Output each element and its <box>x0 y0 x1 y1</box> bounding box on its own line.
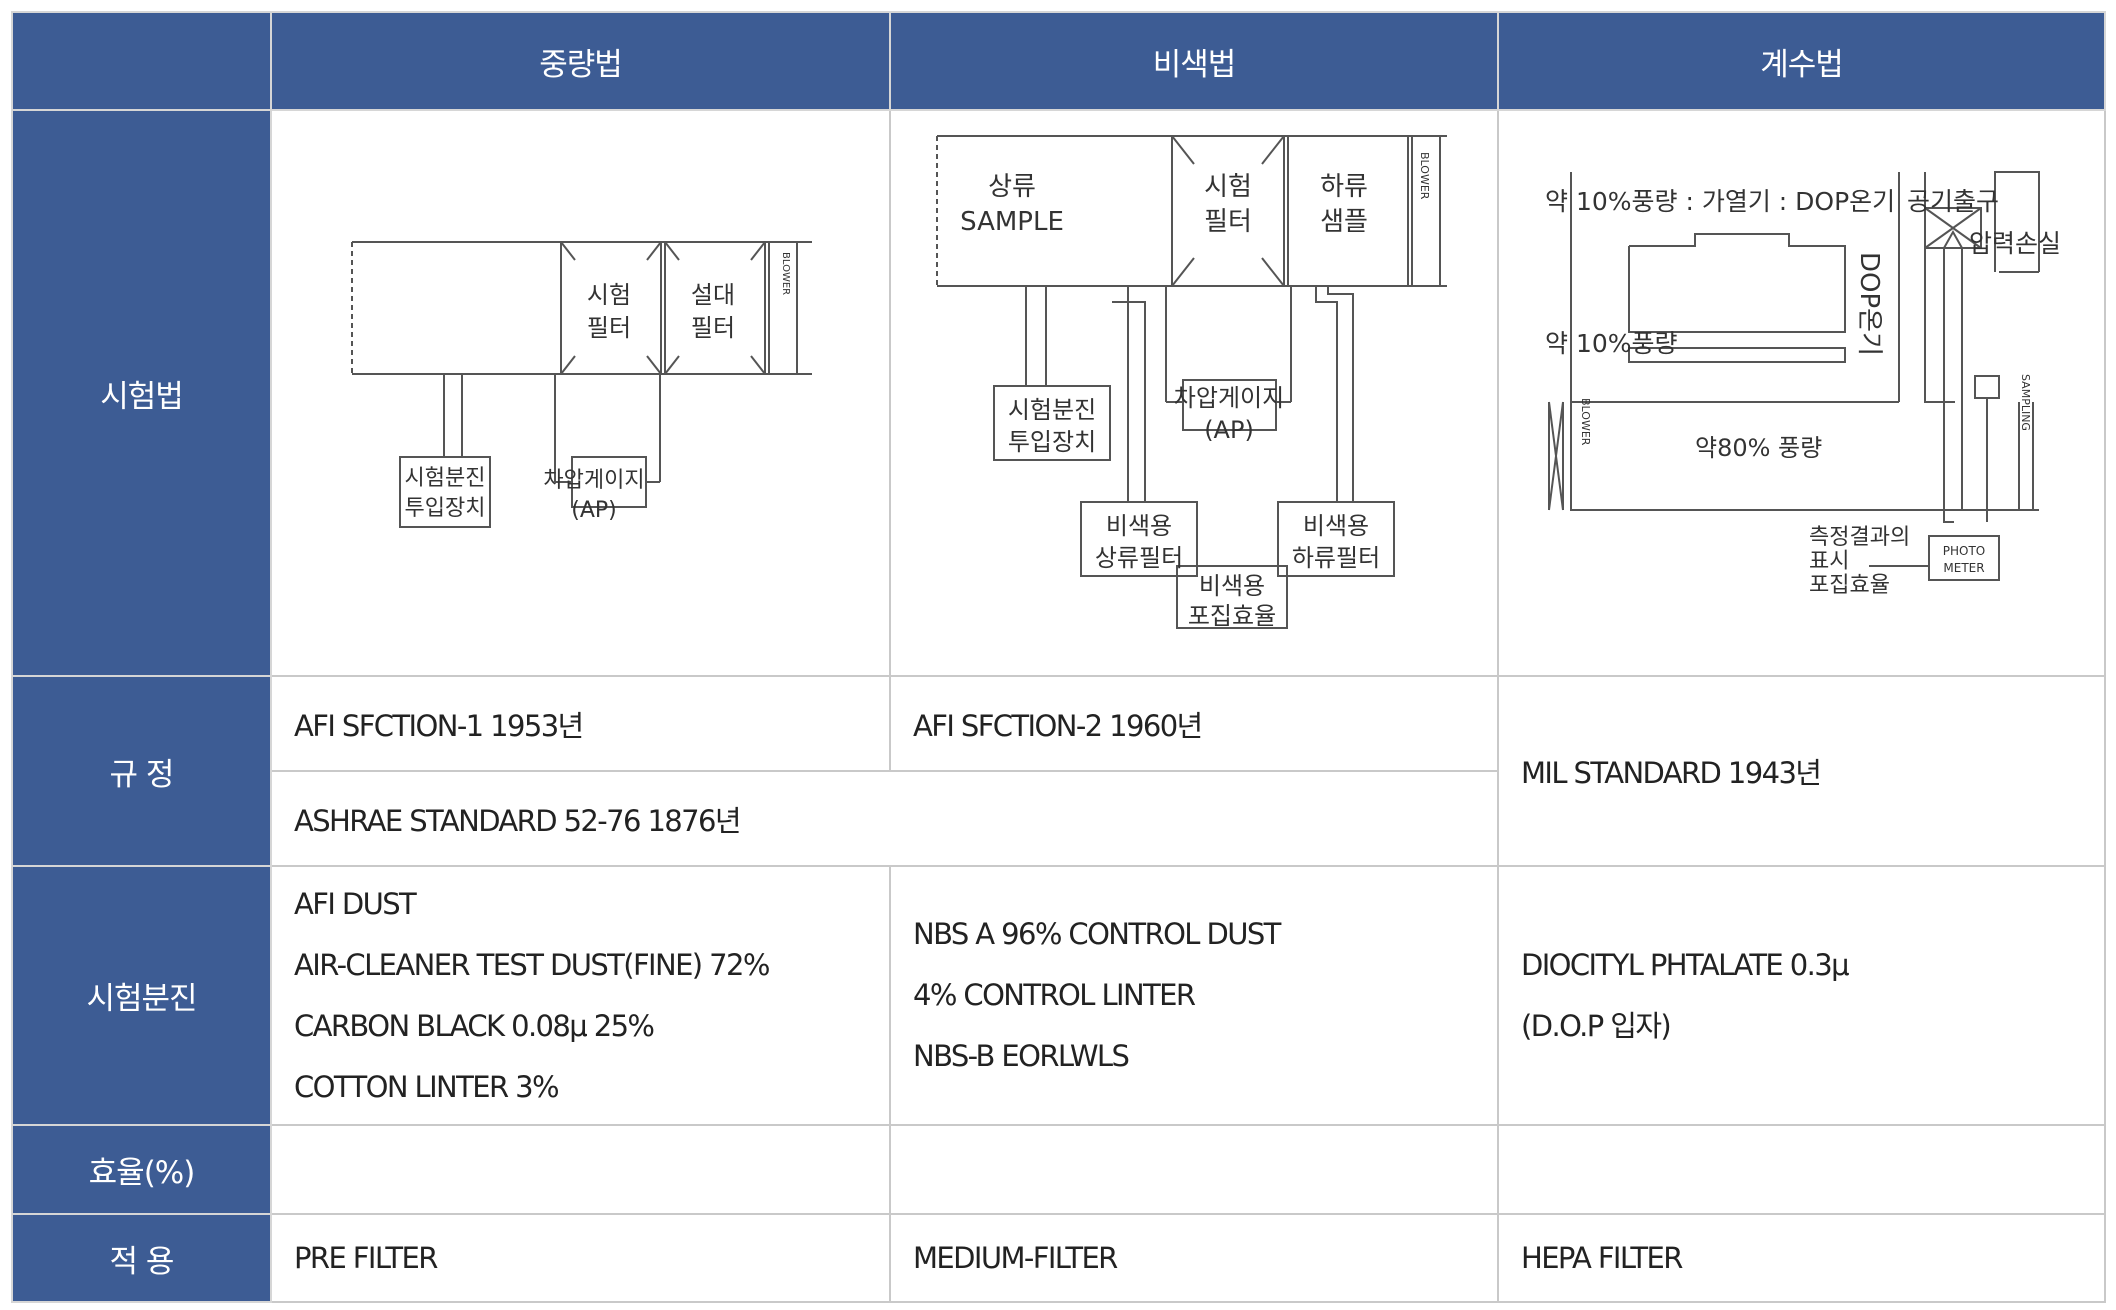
dust-colorimetric-line-3: NBS-B EORLWLS <box>913 1039 1130 1073</box>
diagram-counting-cell: 약 10%풍량 : 가열기 : DOP온기 공기출구 압력손실 DOP온기 약 … <box>1497 109 2106 677</box>
colorimetric-manometer-label-1: 차압게이지 <box>1174 384 1284 412</box>
colorimetric-test-filter-label-1: 시험 <box>1204 172 1252 202</box>
dust-colorimetric: NBS A 96% CONTROL DUST 4% CONTROL LINTER… <box>889 865 1499 1126</box>
dust-gravimetric: AFI DUST AIR-CLEANER TEST DUST(FINE) 72%… <box>270 865 891 1126</box>
dust-gravimetric-line-2: AIR-CLEANER TEST DUST(FINE) 72% <box>294 947 770 982</box>
colorimetric-downstream-filter-label-2: 하류필터 <box>1292 544 1380 572</box>
dust-colorimetric-line-2: 4% CONTROL LINTER <box>913 978 1196 1012</box>
dust-gravimetric-line-3: CARBON BLACK 0.08μ 25% <box>294 1008 655 1043</box>
header-row: 중량법 비색법 계수법 <box>11 11 2106 111</box>
counting-result-label-1: 측정결과의 <box>1809 525 1910 550</box>
method-row: 시험법 <box>11 109 2106 677</box>
counting-pressure-loss-label: 압력손실 <box>1969 229 2061 258</box>
counting-photometer-label-2: METER <box>1943 561 1984 575</box>
gravimetric-test-filter-label-2: 필터 <box>587 314 631 342</box>
regulation-gravimetric: AFI SFCTION-1 1953년 <box>270 675 891 772</box>
colorimetric-upstream-filter-label-1: 비색용 <box>1106 512 1172 540</box>
counting-photometer-label-1: PHOTO <box>1943 544 1985 558</box>
regulation-row-2: ASHRAE STANDARD 52-76 1876년 <box>12 770 2105 867</box>
counting-diagram: 약 10%풍량 : 가열기 : DOP온기 공기출구 압력손실 DOP온기 약 … <box>1545 171 2061 598</box>
colorimetric-manometer-label-2: (AP) <box>1204 416 1254 444</box>
header-gravimetric: 중량법 <box>270 11 891 111</box>
counting-airflow-top-label: 약 10%풍량 : 가열기 : DOP온기 <box>1545 187 1895 216</box>
colorimetric-efficiency-label-2: 포집효율 <box>1188 602 1276 630</box>
dust-counting-line-2: (D.O.P 입자) <box>1521 1008 1672 1043</box>
efficiency-gravimetric <box>270 1124 891 1215</box>
colorimetric-efficiency-label-1: 비색용 <box>1199 572 1265 600</box>
counting-blower-label: BLOWER <box>1579 398 1592 446</box>
dust-gravimetric-line-4: COTTON LINTER 3% <box>294 1069 560 1104</box>
colorimetric-upstream-filter-label-2: 상류필터 <box>1095 544 1183 572</box>
dust-gravimetric-line-1: AFI DUST <box>294 886 417 921</box>
dust-counting-line-1: DIOCITYL PHTALATE 0.3μ <box>1521 947 1850 982</box>
regulation-colorimetric: AFI SFCTION-2 1960년 <box>889 675 1499 772</box>
colorimetric-downstream-label-1: 하류 <box>1320 172 1368 202</box>
comparison-table: 중량법 비색법 계수법 시험법 <box>11 11 2106 1303</box>
diagram-gravimetric-cell: 시험 필터 설대 필터 BLOWER 시험분진 투입장치 차압게이지 (AP) <box>270 109 891 677</box>
row-label-method: 시험법 <box>11 109 272 677</box>
colorimetric-upstream-label-1: 상류 <box>988 172 1036 202</box>
efficiency-row: 효율(%) <box>11 1124 2106 1215</box>
row-label-dust: 시험분진 <box>11 865 272 1126</box>
header-colorimetric: 비색법 <box>889 11 1499 111</box>
counting-air-outlet-label: 공기출구 <box>1907 187 1999 216</box>
counting-airflow-mid-label: 약 10%풍량 <box>1545 329 1678 358</box>
colorimetric-upstream-label-2: SAMPLE <box>960 207 1064 237</box>
colorimetric-downstream-filter-label-1: 비색용 <box>1303 512 1369 540</box>
application-gravimetric: PRE FILTER <box>270 1213 891 1303</box>
regulation-row-1: 규 정 AFI SFCTION-1 1953년 AFI SFCTION-2 19… <box>11 675 2106 867</box>
gravimetric-diagram: 시험 필터 설대 필터 BLOWER 시험분진 투입장치 차압게이지 (AP) <box>351 241 812 528</box>
colorimetric-dust-feeder-label-1: 시험분진 <box>1008 396 1096 424</box>
row-label-efficiency: 효율(%) <box>11 1124 272 1215</box>
application-colorimetric: MEDIUM-FILTER <box>889 1213 1499 1303</box>
counting-dop-label: DOP온기 <box>1854 252 1884 356</box>
regulation-ashrae: ASHRAE STANDARD 52-76 1876년 <box>270 770 1499 867</box>
gravimetric-manometer-label-1: 차압게이지 <box>543 468 644 493</box>
header-corner <box>11 11 272 111</box>
efficiency-colorimetric <box>889 1124 1499 1215</box>
gravimetric-test-filter-label-1: 시험 <box>587 281 631 309</box>
colorimetric-diagram: 상류 SAMPLE 시험 필터 하류 샘플 BLOWER 시험분진 투입장치 차… <box>936 135 1447 630</box>
application-row: 적 용 PRE FILTER MEDIUM-FILTER HEPA FILTER <box>11 1213 2106 1303</box>
regulation-counting: MIL STANDARD 1943년 <box>1497 675 2106 867</box>
row-label-application: 적 용 <box>11 1213 272 1303</box>
counting-result-label-2: 표시 <box>1809 549 1849 574</box>
application-counting: HEPA FILTER <box>1497 1213 2106 1303</box>
dust-row: 시험분진 AFI DUST AIR-CLEANER TEST DUST(FINE… <box>11 865 2106 1126</box>
gravimetric-blower-label: BLOWER <box>780 252 791 295</box>
colorimetric-test-filter-label-2: 필터 <box>1204 207 1252 237</box>
dust-colorimetric-line-1: NBS A 96% CONTROL DUST <box>913 917 1281 951</box>
diagram-colorimetric-cell: 상류 SAMPLE 시험 필터 하류 샘플 BLOWER 시험분진 투입장치 차… <box>889 109 1499 677</box>
gravimetric-final-filter-label-2: 필터 <box>691 314 735 342</box>
gravimetric-dust-feeder-label-1: 시험분진 <box>405 466 486 491</box>
gravimetric-final-filter-label-1: 설대 <box>691 281 735 309</box>
counting-result-label-3: 포집효율 <box>1809 573 1890 598</box>
colorimetric-blower-label: BLOWER <box>1418 152 1431 200</box>
counting-sampling-label: SAMPLING <box>2019 374 2032 431</box>
header-counting: 계수법 <box>1497 11 2106 111</box>
row-label-regulation: 규 정 <box>11 675 272 867</box>
colorimetric-dust-feeder-label-2: 투입장치 <box>1008 428 1096 456</box>
gravimetric-dust-feeder-label-2: 투입장치 <box>405 496 486 521</box>
colorimetric-downstream-label-2: 샘플 <box>1320 207 1368 237</box>
filter-test-comparison: 중량법 비색법 계수법 시험법 <box>11 11 2106 1303</box>
gravimetric-manometer-label-2: (AP) <box>571 498 616 523</box>
efficiency-counting <box>1497 1124 2106 1215</box>
dust-counting: DIOCITYL PHTALATE 0.3μ (D.O.P 입자) <box>1497 865 2106 1126</box>
counting-airflow-main-label: 약80% 풍량 <box>1695 434 1822 462</box>
